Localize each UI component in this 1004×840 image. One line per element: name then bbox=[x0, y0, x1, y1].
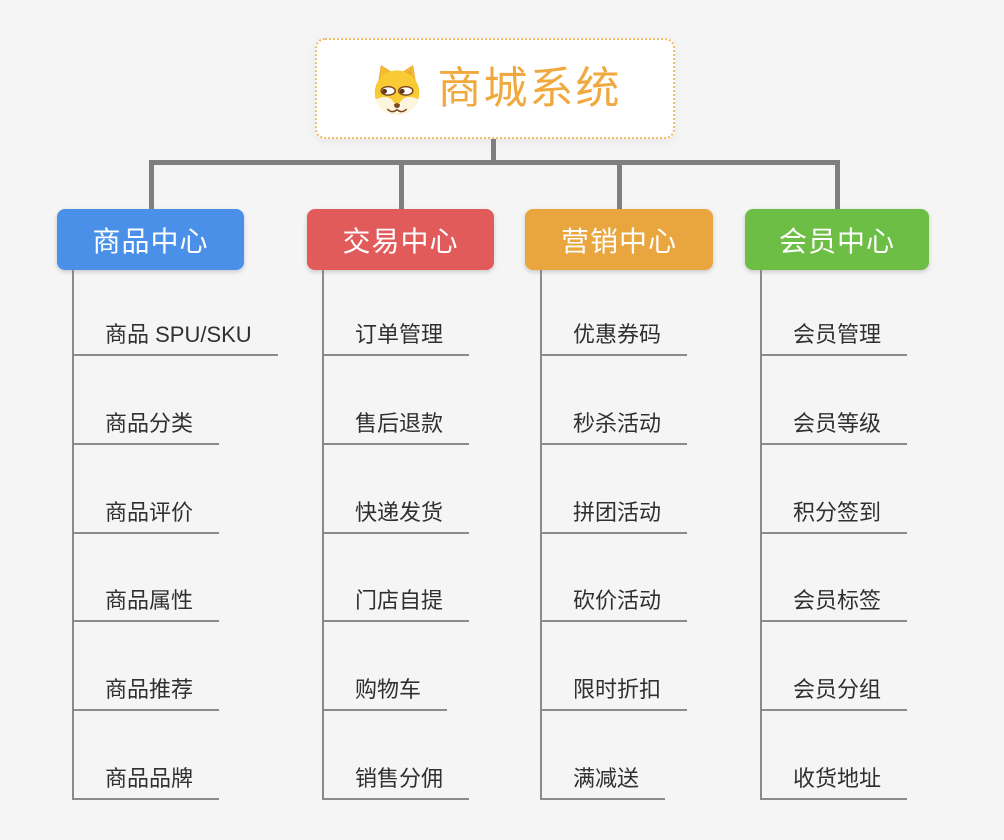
connector-leaf-line-4 bbox=[760, 270, 762, 800]
leaf-label: 商品分类 bbox=[105, 411, 194, 436]
leaf-node[interactable]: 销售分佣 bbox=[322, 766, 470, 800]
leaf-label: 销售分佣 bbox=[355, 766, 444, 791]
leaf-label: 商品属性 bbox=[105, 588, 194, 613]
leaf-label: 订单管理 bbox=[355, 322, 444, 347]
connector-leaf-line-3 bbox=[540, 270, 542, 800]
leaf-label: 会员标签 bbox=[793, 588, 882, 613]
connector-branch-stem-3 bbox=[617, 160, 622, 209]
leaf-label: 商品评价 bbox=[105, 500, 194, 525]
leaf-label: 限时折扣 bbox=[573, 677, 662, 702]
branch-label: 交易中心 bbox=[342, 225, 459, 257]
connector-branch-stem-4 bbox=[835, 160, 840, 209]
dog-face-icon bbox=[369, 63, 425, 115]
leaf-node[interactable]: 商品 SPU/SKU bbox=[72, 322, 278, 356]
branch-label: 商品中心 bbox=[92, 225, 209, 257]
leaf-label: 会员等级 bbox=[793, 411, 882, 436]
root-node[interactable]: 商城系统 bbox=[315, 38, 675, 139]
connector-leaf-line-2 bbox=[322, 270, 324, 800]
connector-root-stem bbox=[491, 139, 496, 165]
leaf-node[interactable]: 快递发货 bbox=[322, 500, 470, 534]
leaf-label: 会员分组 bbox=[793, 677, 882, 702]
leaf-node[interactable]: 拼团活动 bbox=[540, 500, 688, 534]
leaf-node[interactable]: 秒杀活动 bbox=[540, 411, 688, 445]
leaf-label: 商品品牌 bbox=[105, 766, 194, 791]
leaf-node[interactable]: 售后退款 bbox=[322, 411, 470, 445]
leaf-label: 门店自提 bbox=[355, 588, 444, 613]
leaf-node[interactable]: 会员等级 bbox=[760, 411, 908, 445]
leaf-node[interactable]: 商品品牌 bbox=[72, 766, 220, 800]
leaf-node[interactable]: 会员管理 bbox=[760, 322, 908, 356]
connector-branch-stem-2 bbox=[399, 160, 404, 209]
leaf-node[interactable]: 门店自提 bbox=[322, 588, 470, 622]
leaf-node[interactable]: 会员分组 bbox=[760, 677, 908, 711]
branch-node-1[interactable]: 商品中心 bbox=[57, 209, 244, 270]
leaf-label: 商品推荐 bbox=[105, 677, 194, 702]
branch-node-2[interactable]: 交易中心 bbox=[307, 209, 494, 270]
leaf-label: 快递发货 bbox=[355, 500, 444, 525]
branch-label: 会员中心 bbox=[778, 225, 895, 257]
branch-node-4[interactable]: 会员中心 bbox=[745, 209, 929, 270]
leaf-node[interactable]: 积分签到 bbox=[760, 500, 908, 534]
leaf-label: 商品 SPU/SKU bbox=[105, 322, 252, 347]
leaf-label: 售后退款 bbox=[355, 411, 444, 436]
leaf-label: 满减送 bbox=[573, 766, 640, 791]
connector-bus bbox=[149, 160, 840, 165]
leaf-node[interactable]: 商品评价 bbox=[72, 500, 220, 534]
leaf-node[interactable]: 满减送 bbox=[540, 766, 666, 800]
leaf-label: 拼团活动 bbox=[573, 500, 662, 525]
branch-label: 营销中心 bbox=[560, 225, 677, 257]
leaf-label: 秒杀活动 bbox=[573, 411, 662, 436]
root-title: 商城系统 bbox=[437, 63, 622, 113]
leaf-node[interactable]: 商品分类 bbox=[72, 411, 220, 445]
leaf-label: 优惠券码 bbox=[573, 322, 662, 347]
leaf-label: 收货地址 bbox=[793, 766, 882, 791]
leaf-node[interactable]: 购物车 bbox=[322, 677, 448, 711]
leaf-label: 积分签到 bbox=[793, 500, 882, 525]
leaf-node[interactable]: 优惠券码 bbox=[540, 322, 688, 356]
leaf-node[interactable]: 砍价活动 bbox=[540, 588, 688, 622]
leaf-node[interactable]: 会员标签 bbox=[760, 588, 908, 622]
leaf-node[interactable]: 收货地址 bbox=[760, 766, 908, 800]
leaf-label: 会员管理 bbox=[793, 322, 882, 347]
leaf-node[interactable]: 商品属性 bbox=[72, 588, 220, 622]
leaf-label: 砍价活动 bbox=[573, 588, 662, 613]
leaf-node[interactable]: 限时折扣 bbox=[540, 677, 688, 711]
connector-leaf-line-1 bbox=[72, 270, 74, 800]
leaf-label: 购物车 bbox=[355, 677, 422, 702]
branch-node-3[interactable]: 营销中心 bbox=[525, 209, 713, 270]
leaf-node[interactable]: 订单管理 bbox=[322, 322, 470, 356]
connector-branch-stem-1 bbox=[149, 160, 154, 209]
leaf-node[interactable]: 商品推荐 bbox=[72, 677, 220, 711]
